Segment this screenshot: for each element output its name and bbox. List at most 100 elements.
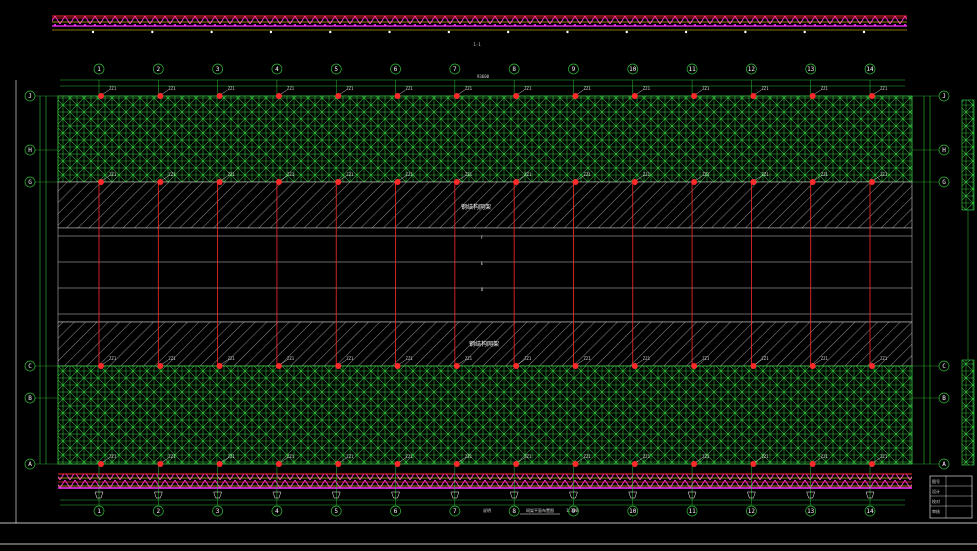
support-node [216, 93, 223, 99]
column-grid-lines [98, 80, 871, 505]
elevation-tick [388, 30, 391, 34]
support-node [98, 461, 104, 467]
support-tag: ZZ1 [465, 172, 473, 177]
top-dimension-line: 93600 [60, 74, 905, 87]
support-node [157, 461, 164, 467]
support-tag: ZZ1 [168, 86, 176, 91]
support-node [691, 179, 698, 185]
column-axis-bubble-bottom [449, 505, 461, 517]
support-node [631, 363, 638, 369]
support-node [335, 179, 342, 185]
support-node [275, 363, 282, 369]
support-leader [814, 175, 821, 181]
support-leader [162, 175, 169, 181]
support-tag: ZZ1 [821, 454, 829, 459]
mid-axis-label: F [481, 235, 484, 240]
support-node [750, 93, 757, 99]
support-tag: ZZ1 [524, 454, 532, 459]
support-leader [577, 175, 584, 181]
row-axis-label: H [942, 147, 946, 154]
support-node [869, 179, 875, 185]
bearing-glyph [806, 491, 816, 499]
space-frame-upper [57, 95, 913, 183]
support-tag: ZZ1 [168, 172, 176, 177]
bearing-glyph [747, 491, 756, 499]
column-axis-bubble-top [805, 63, 817, 75]
row-axis-label: A [28, 461, 32, 468]
support-tag: ZZ1 [524, 172, 532, 177]
elevation-tick [269, 30, 273, 34]
support-node [691, 93, 698, 99]
title-block-row-4: 审核 [932, 508, 940, 514]
support-node [98, 179, 104, 185]
column-axis-bubble-top [746, 63, 757, 75]
support-leader [221, 175, 228, 181]
column-axis-bubble-top [686, 63, 698, 75]
bottom-dimension-line [60, 499, 905, 506]
central-open-area [57, 227, 913, 323]
support-node [691, 363, 698, 369]
title-block-row-2: 设计 [932, 488, 940, 494]
bearing-glyph [272, 491, 282, 499]
row-axis-label: G [28, 179, 32, 186]
column-axis-label: 3 [216, 66, 220, 73]
support-node [216, 363, 223, 369]
support-leader [399, 175, 406, 181]
support-tag: ZZ1 [287, 86, 295, 91]
support-leader [399, 89, 406, 95]
column-axis-bubble-top [390, 63, 401, 75]
support-leader [221, 89, 228, 95]
column-axis-label: 8 [512, 66, 516, 73]
support-node [335, 93, 342, 99]
support-tag: ZZ1 [465, 454, 473, 459]
support-leader [873, 175, 881, 181]
row-axis-label: H [28, 147, 32, 154]
support-leader [399, 457, 406, 463]
support-leader [873, 457, 881, 463]
support-node [216, 461, 223, 467]
support-node [453, 179, 460, 185]
support-tag: ZZ1 [583, 172, 591, 177]
support-node [572, 93, 579, 99]
support-tag: ZZ1 [821, 172, 829, 177]
row-axis-label: B [28, 395, 32, 402]
support-leader [399, 359, 406, 365]
support-node [453, 461, 460, 467]
column-axis-bubble-bottom [390, 505, 401, 517]
elevation-tick [447, 30, 451, 34]
bearing-glyph [94, 491, 104, 499]
support-tag: ZZ1 [880, 454, 888, 459]
support-tag: ZZ1 [287, 356, 295, 361]
zone-label-upper: 钢结构网架 [461, 203, 491, 211]
support-node [98, 363, 104, 369]
support-tag: ZZ1 [406, 356, 414, 361]
support-node [394, 93, 401, 99]
support-leader [280, 89, 288, 95]
column-axis-label: 8 [512, 508, 516, 515]
support-tag: ZZ1 [346, 454, 354, 459]
column-axis-label: 5 [334, 66, 338, 73]
column-axis-bubble-bottom [686, 505, 698, 517]
support-leader [695, 359, 703, 365]
row-axis-label: J [28, 93, 32, 100]
column-axis-bubble-bottom [152, 505, 164, 517]
support-tag: ZZ1 [702, 454, 710, 459]
bearing-glyph [509, 491, 519, 499]
bearing-glyph [569, 491, 578, 499]
hatched-zone-lower [57, 321, 913, 367]
support-node [809, 461, 816, 467]
right-section-detail [961, 99, 975, 466]
support-tag: ZZ1 [821, 356, 829, 361]
support-leader [102, 359, 110, 365]
support-tag: ZZ1 [643, 86, 651, 91]
support-node [394, 461, 401, 467]
support-node [216, 179, 223, 185]
column-axis-bubble-bottom [805, 505, 817, 517]
support-leader [636, 175, 643, 181]
column-axis-label: 12 [748, 66, 756, 73]
column-axis-label: 3 [216, 508, 220, 515]
bearing-glyph [687, 491, 697, 499]
support-tag: ZZ1 [346, 356, 354, 361]
support-leader [636, 359, 643, 365]
support-leader [755, 89, 762, 95]
